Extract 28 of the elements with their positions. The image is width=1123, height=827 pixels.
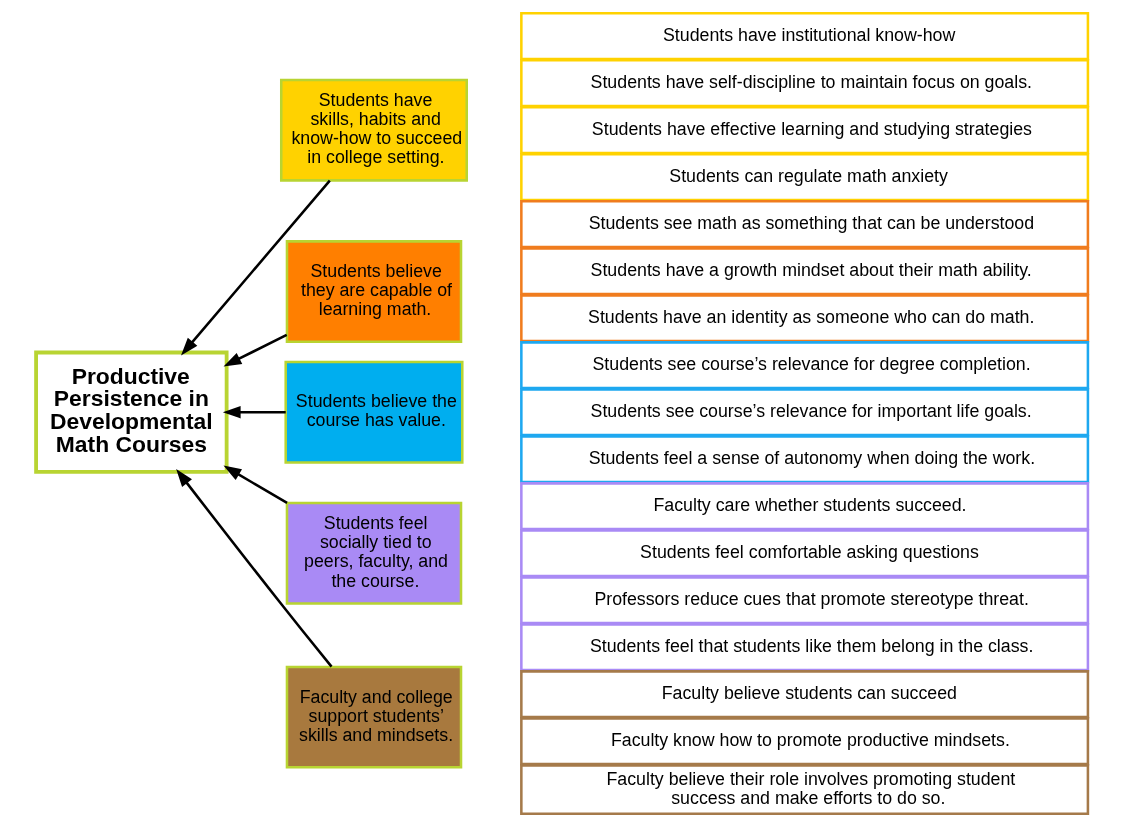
node-box: Students have a growth mindset about their math ability. bbox=[519, 247, 1089, 296]
node-box: Students have an identity as someone who can do math. bbox=[519, 294, 1089, 343]
arrow bbox=[180, 179, 331, 356]
node-box: Professors reduce cues that promote stereotype threat. bbox=[519, 576, 1089, 625]
node-box: Faculty and college support students’ skills and mindsets. bbox=[285, 665, 462, 769]
arrow bbox=[222, 406, 286, 419]
node-box: Students see math as something that can be understood bbox=[519, 200, 1089, 249]
node-box: Students believe they are capable of learning math. bbox=[285, 240, 462, 343]
node-box: Students believe the course has value. bbox=[283, 360, 464, 464]
node-box: Students have effective learning and studying strategies bbox=[519, 106, 1089, 155]
node-box: Students feel socially tied to peers, faculty, and the course. bbox=[285, 501, 462, 605]
node-box: Students feel that students like them belong in the class. bbox=[519, 623, 1089, 672]
arrow bbox=[175, 469, 332, 668]
node-box: Students feel a sense of autonomy when doing the work. bbox=[519, 435, 1089, 484]
node-box: Students see course’s relevance for important life goals. bbox=[519, 388, 1089, 437]
node-box: Faculty know how to promote productive mindsets. bbox=[519, 717, 1089, 766]
node-box: Faculty believe students can succeed bbox=[519, 670, 1089, 719]
arrow bbox=[223, 333, 287, 367]
node-box: Students see course’s relevance for degree completion. bbox=[519, 341, 1089, 390]
node-box: Students can regulate math anxiety bbox=[519, 153, 1089, 202]
node-box: Students feel comfortable asking questions bbox=[519, 529, 1089, 578]
node-box: Faculty believe their role involves promoting student success and make efforts to do so. bbox=[519, 764, 1089, 815]
node-box: Students have self-discipline to maintain focus on goals. bbox=[519, 59, 1089, 108]
node-box: Faculty care whether students succeed. bbox=[519, 482, 1089, 531]
arrow bbox=[223, 465, 288, 505]
node-box: Students have skills, habits and know-how to succeed in college setting. bbox=[279, 78, 468, 182]
node-box: Productive Persistence in Developmental Math Courses bbox=[33, 350, 229, 474]
node-box: Students have institutional know-how bbox=[519, 12, 1089, 61]
